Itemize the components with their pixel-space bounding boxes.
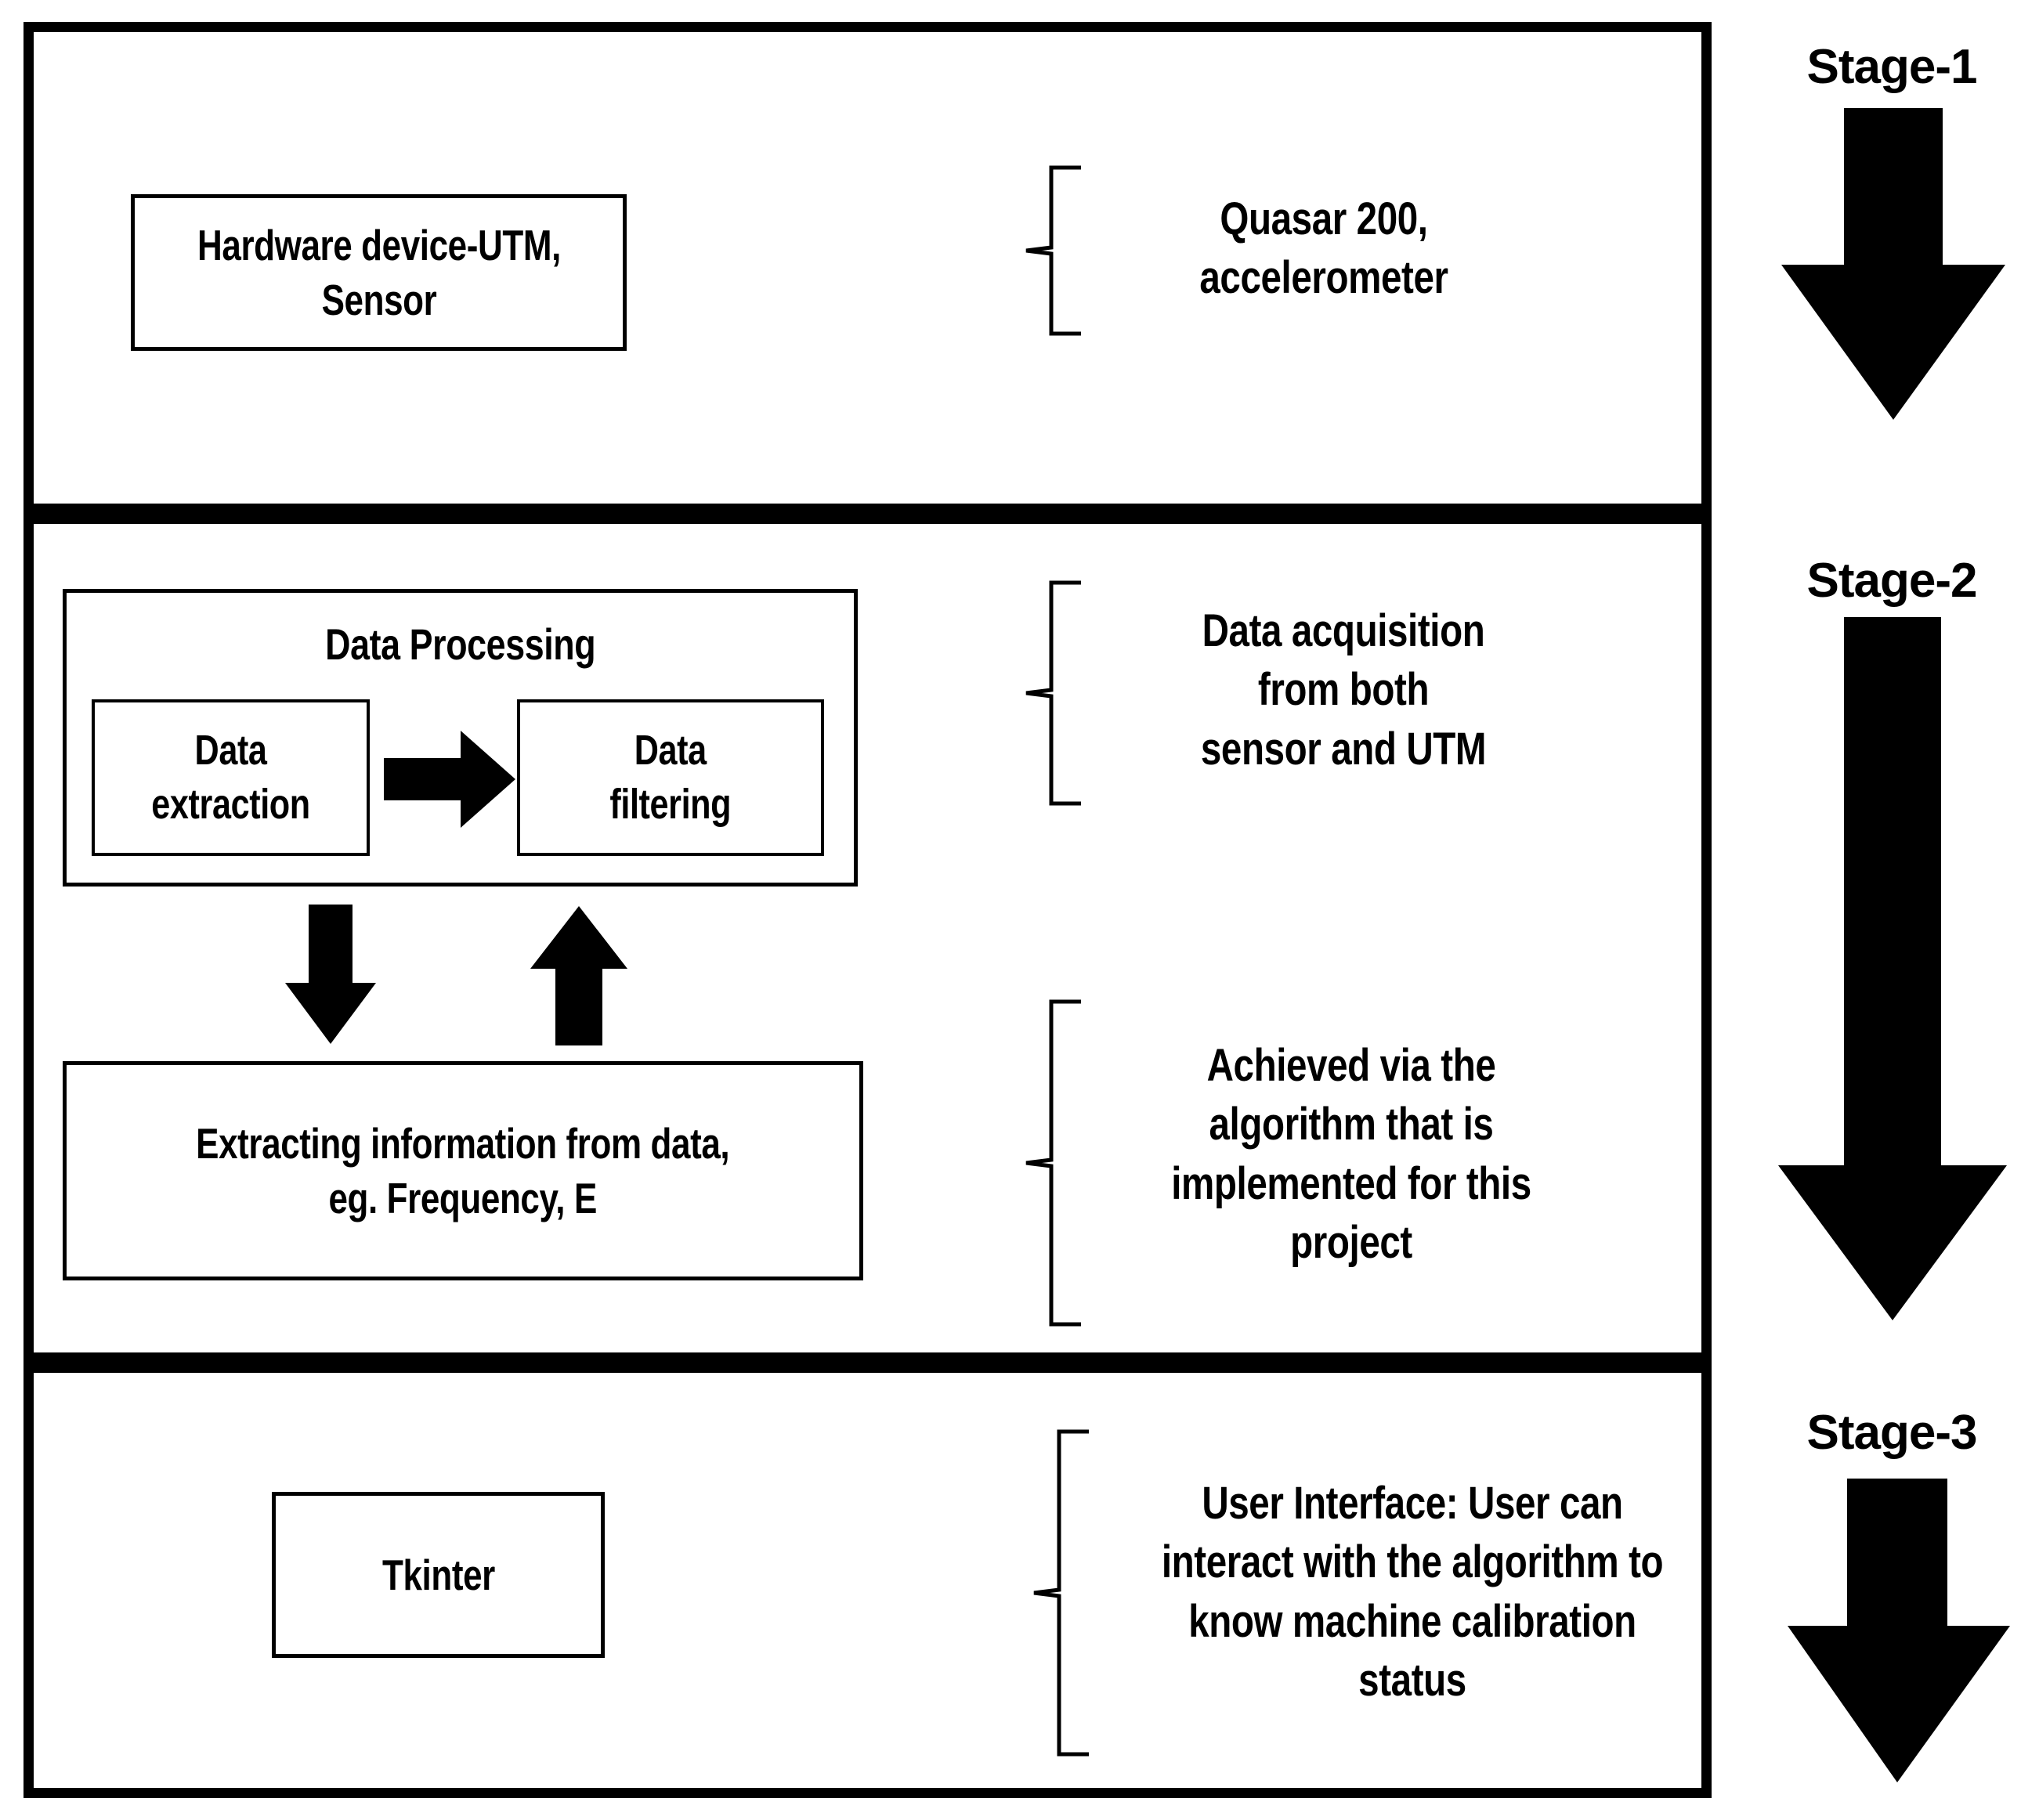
data-filtering-box: Data filtering bbox=[517, 699, 824, 856]
arrow-up-icon bbox=[530, 906, 627, 1045]
stage-2-caption: Stage-2 bbox=[1806, 554, 1978, 608]
hardware-device-box-label: Hardware device-UTM, Sensor bbox=[197, 220, 561, 324]
stage-2-annotation-acquisition: Data acquisition from both sensor and UT… bbox=[1003, 580, 1645, 807]
stage-down-arrow-icon bbox=[1781, 108, 2005, 420]
stage-3-caption: Stage-3 bbox=[1806, 1406, 1978, 1460]
data-processing-label: Data Processing bbox=[324, 619, 596, 669]
stage-3-annotation: User Interface: User can interact with t… bbox=[1010, 1428, 1664, 1757]
data-filtering-label: Data filtering bbox=[609, 726, 732, 828]
arrow-right-icon bbox=[384, 731, 515, 828]
tkinter-box: Tkinter bbox=[272, 1492, 605, 1658]
stage-1-annotation-text: Quasar 200, accelerometer bbox=[1199, 193, 1448, 304]
data-extraction-label: Data extraction bbox=[151, 726, 310, 828]
curly-bracket-icon bbox=[1025, 999, 1081, 1327]
stage-2-annotation-algorithm: Achieved via the algorithm that is imple… bbox=[1003, 998, 1645, 1327]
data-extraction-box: Data extraction bbox=[92, 699, 370, 856]
extracting-information-label: Extracting information from data, eg. Fr… bbox=[196, 1118, 730, 1222]
arrow-down-icon bbox=[285, 905, 376, 1044]
stage-1-caption: Stage-1 bbox=[1806, 40, 1978, 94]
stage-1-annotation: Quasar 200, accelerometer bbox=[1003, 164, 1629, 337]
stage-2-annotation-acquisition-text: Data acquisition from both sensor and UT… bbox=[1200, 605, 1487, 775]
stage-down-arrow-icon bbox=[1788, 1479, 2010, 1782]
tkinter-box-label: Tkinter bbox=[381, 1550, 495, 1599]
extracting-information-box: Extracting information from data, eg. Fr… bbox=[63, 1061, 863, 1280]
curly-bracket-icon bbox=[1025, 580, 1081, 806]
stage-2-arrow-group: Stage-2 bbox=[1762, 548, 2021, 1339]
curly-bracket-icon bbox=[1033, 1429, 1089, 1757]
stage-1-arrow-group: Stage-1 bbox=[1762, 16, 2021, 423]
stage-3-annotation-text: User Interface: User can interact with t… bbox=[1161, 1478, 1664, 1706]
stage-down-arrow-icon bbox=[1778, 617, 2007, 1320]
stage-2-annotation-algorithm-text: Achieved via the algorithm that is imple… bbox=[1171, 1040, 1531, 1269]
curly-bracket-icon bbox=[1025, 165, 1081, 336]
hardware-device-box: Hardware device-UTM, Sensor bbox=[131, 194, 627, 351]
stage-3-arrow-group: Stage-3 bbox=[1762, 1386, 2021, 1801]
